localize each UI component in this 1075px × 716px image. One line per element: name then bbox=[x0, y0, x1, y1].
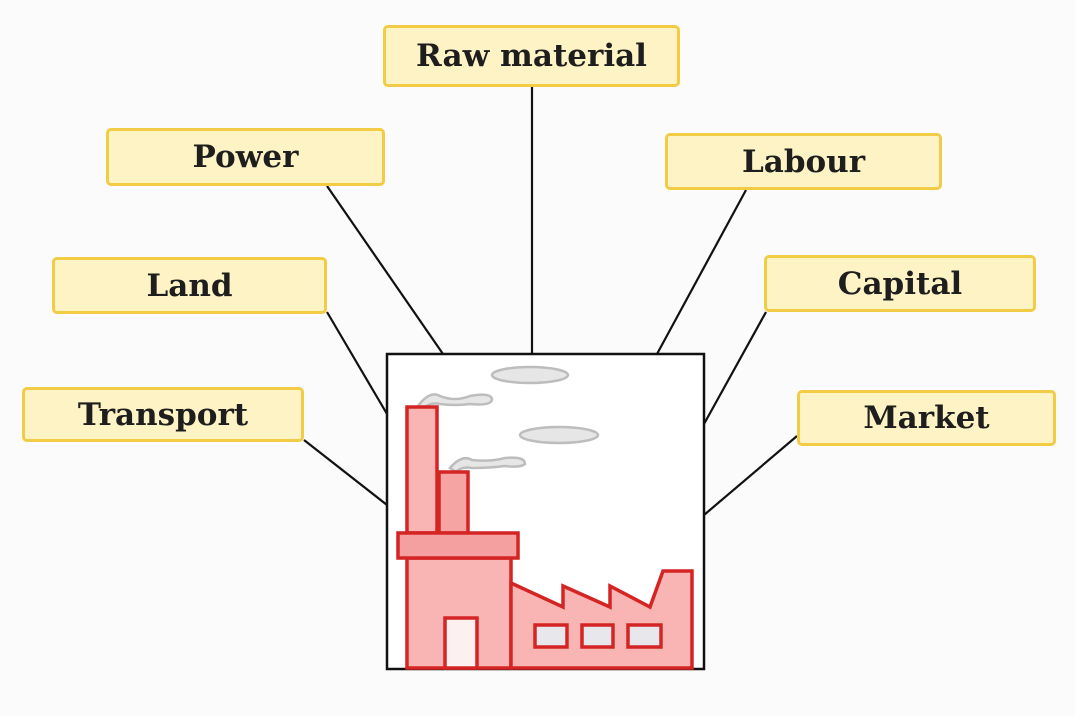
factor-labour: Labour bbox=[665, 133, 942, 190]
factor-transport: Transport bbox=[22, 387, 304, 442]
connector-market bbox=[703, 435, 798, 516]
factor-capital: Capital bbox=[764, 255, 1036, 312]
connector-lines bbox=[303, 87, 798, 516]
connector-labour bbox=[656, 189, 747, 355]
connector-capital bbox=[703, 311, 767, 425]
factory-icon bbox=[396, 365, 694, 670]
factor-land: Land bbox=[52, 257, 327, 314]
smoke-icon bbox=[415, 365, 600, 474]
factor-power: Power bbox=[106, 128, 385, 186]
factor-market: Market bbox=[797, 390, 1056, 446]
factor-raw-material: Raw material bbox=[383, 25, 680, 87]
connector-power bbox=[326, 185, 444, 355]
connector-land bbox=[326, 311, 388, 415]
connector-transport bbox=[303, 439, 388, 506]
